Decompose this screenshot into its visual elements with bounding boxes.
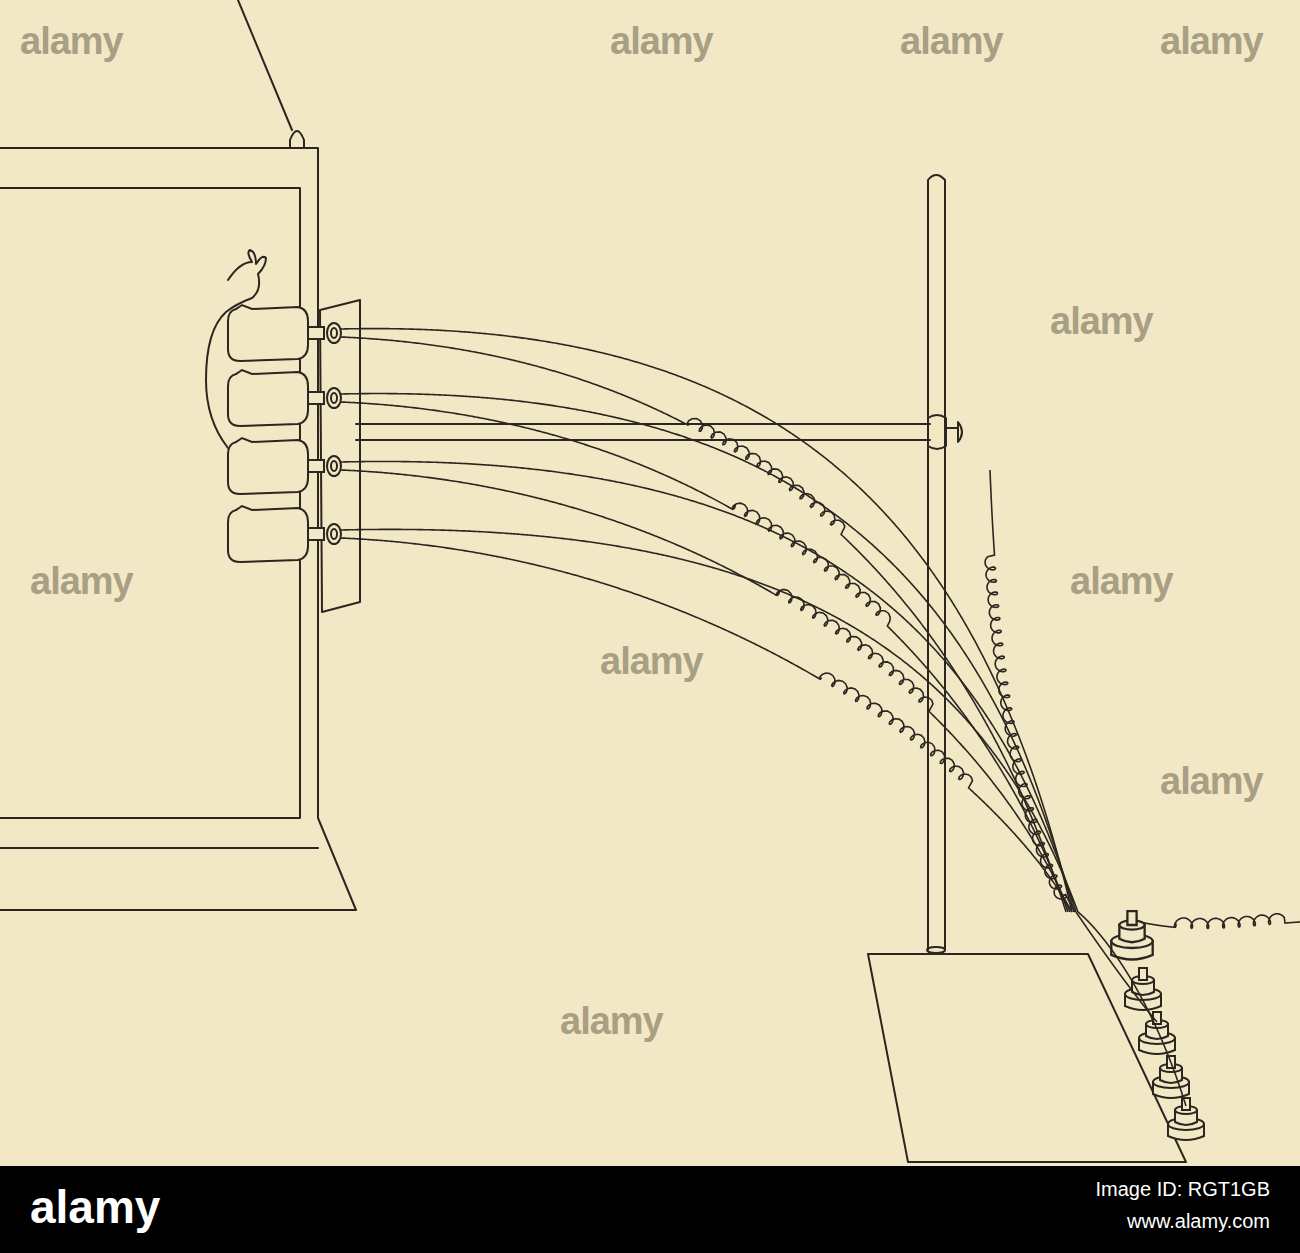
electrode-cup — [228, 506, 341, 562]
footer-text: Image ID: RGT1GB — [1096, 1178, 1271, 1201]
watermark: alamy — [1070, 560, 1173, 603]
footer-text: alamy — [30, 1180, 160, 1234]
horizontal-rod — [356, 424, 930, 440]
coiled-wire — [985, 470, 1075, 912]
coiled-wire — [1076, 912, 1157, 1022]
stand-base — [868, 954, 1186, 1162]
coiled-wire — [341, 329, 1072, 912]
coiled-wire — [1078, 912, 1186, 1106]
binding-post — [1111, 911, 1152, 959]
watermark: alamy — [560, 1000, 663, 1043]
electrode-cup — [228, 370, 341, 426]
electrode-cup — [228, 305, 341, 361]
footer-bar — [0, 1166, 1300, 1253]
watermark: alamy — [30, 560, 133, 603]
watermark: alamy — [900, 20, 1003, 63]
coiled-wire — [341, 337, 1066, 912]
coiled-wire — [341, 394, 1074, 912]
coiled-wire — [341, 402, 1068, 912]
coiled-wire — [341, 461, 1076, 912]
stand-rod — [928, 175, 945, 950]
watermark: alamy — [20, 20, 123, 63]
coiled-wire — [341, 529, 1078, 912]
electrode-plate — [320, 300, 360, 612]
watermark: alamy — [1050, 300, 1153, 343]
footer-text: www.alamy.com — [1127, 1210, 1270, 1233]
watermark: alamy — [600, 640, 703, 683]
binding-post — [1139, 1012, 1175, 1054]
suspension-wire — [238, 0, 292, 130]
coiled-wire — [341, 538, 1072, 912]
coiled-wire — [341, 470, 1070, 912]
watermark: alamy — [1160, 760, 1263, 803]
watermark: alamy — [1160, 20, 1263, 63]
frame — [0, 148, 356, 910]
stand-foot — [927, 947, 945, 953]
electrode-cup — [228, 438, 341, 494]
watermark: alamy — [610, 20, 713, 63]
coiled-wire — [1140, 914, 1300, 929]
knob — [290, 131, 304, 148]
